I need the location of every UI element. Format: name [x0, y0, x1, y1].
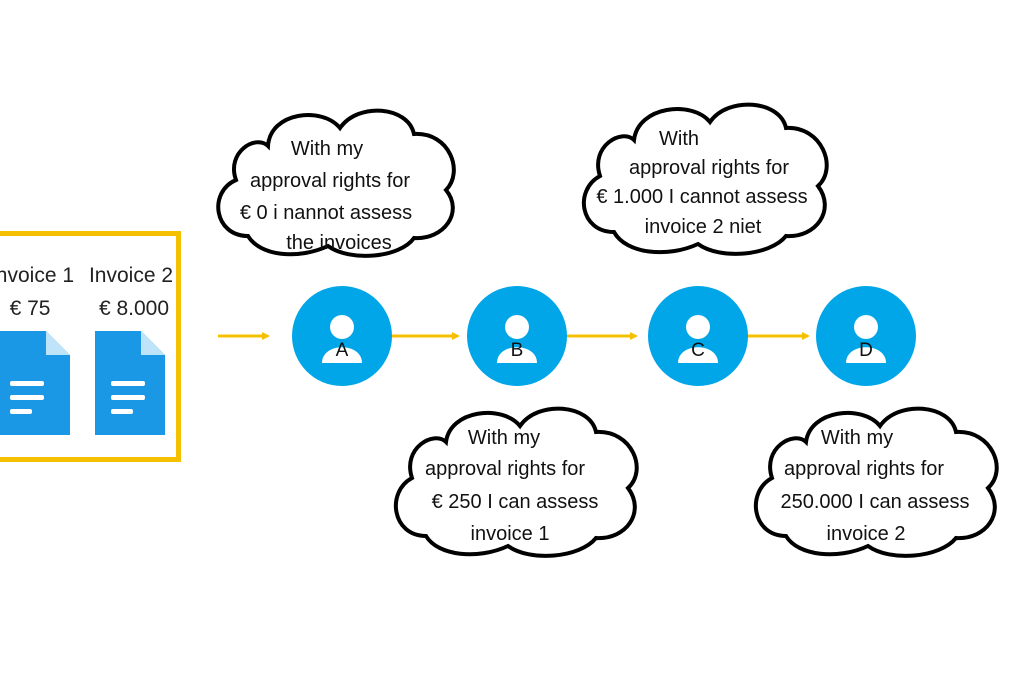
- invoice-1-amount: € 75: [9, 297, 51, 320]
- person-icon: [322, 315, 362, 363]
- bubble-a-line-2: approval rights for: [249, 170, 411, 192]
- person-d: [816, 286, 916, 386]
- person-a-label: A: [335, 340, 349, 361]
- thought-bubble-d: [754, 406, 999, 558]
- thought-bubble-c: [582, 102, 829, 256]
- bubble-a-line-3: € 0 i nannot assess: [239, 202, 413, 224]
- person-icon: [846, 315, 886, 363]
- bubble-a-line-4: the invoices: [286, 232, 392, 254]
- bubble-b-line-2: approval rights for: [424, 458, 586, 480]
- bubble-d-line-1: With my: [820, 427, 894, 449]
- bubble-d-line-3: 250.000 I can assess: [780, 491, 970, 513]
- invoice-2-amount: € 8.000: [98, 297, 170, 320]
- person-c-label: C: [691, 340, 705, 361]
- person-icon: [678, 315, 718, 363]
- bubble-b-line-1: With my: [467, 427, 541, 449]
- bubble-b-line-4: invoice 1: [470, 523, 550, 545]
- thought-bubble-b: [394, 406, 639, 558]
- document-icon: [95, 331, 165, 435]
- person-a: [292, 286, 392, 386]
- bubble-b-line-3: € 250 I can assess: [431, 491, 599, 513]
- person-d-label: D: [859, 340, 873, 361]
- bubble-c-line-2: approval rights for: [628, 157, 790, 179]
- bubble-d-line-2: approval rights for: [783, 458, 945, 480]
- bubble-c-line-4: invoice 2 niet: [644, 216, 762, 238]
- person-b-label: B: [510, 340, 524, 361]
- person-b: [467, 286, 567, 386]
- bubble-a-line-1: With my: [290, 138, 364, 160]
- bubble-c-line-1: With: [659, 128, 699, 150]
- bubble-c-line-3: € 1.000 I cannot assess: [596, 186, 808, 208]
- bubble-d-line-4: invoice 2: [826, 523, 906, 545]
- thought-bubble-a: [216, 108, 456, 258]
- invoice-1-name: Invoice 1: [0, 264, 75, 287]
- person-icon: [497, 315, 537, 363]
- invoice-2-name: Invoice 2: [88, 264, 174, 287]
- person-c: [648, 286, 748, 386]
- document-icon: [0, 331, 70, 435]
